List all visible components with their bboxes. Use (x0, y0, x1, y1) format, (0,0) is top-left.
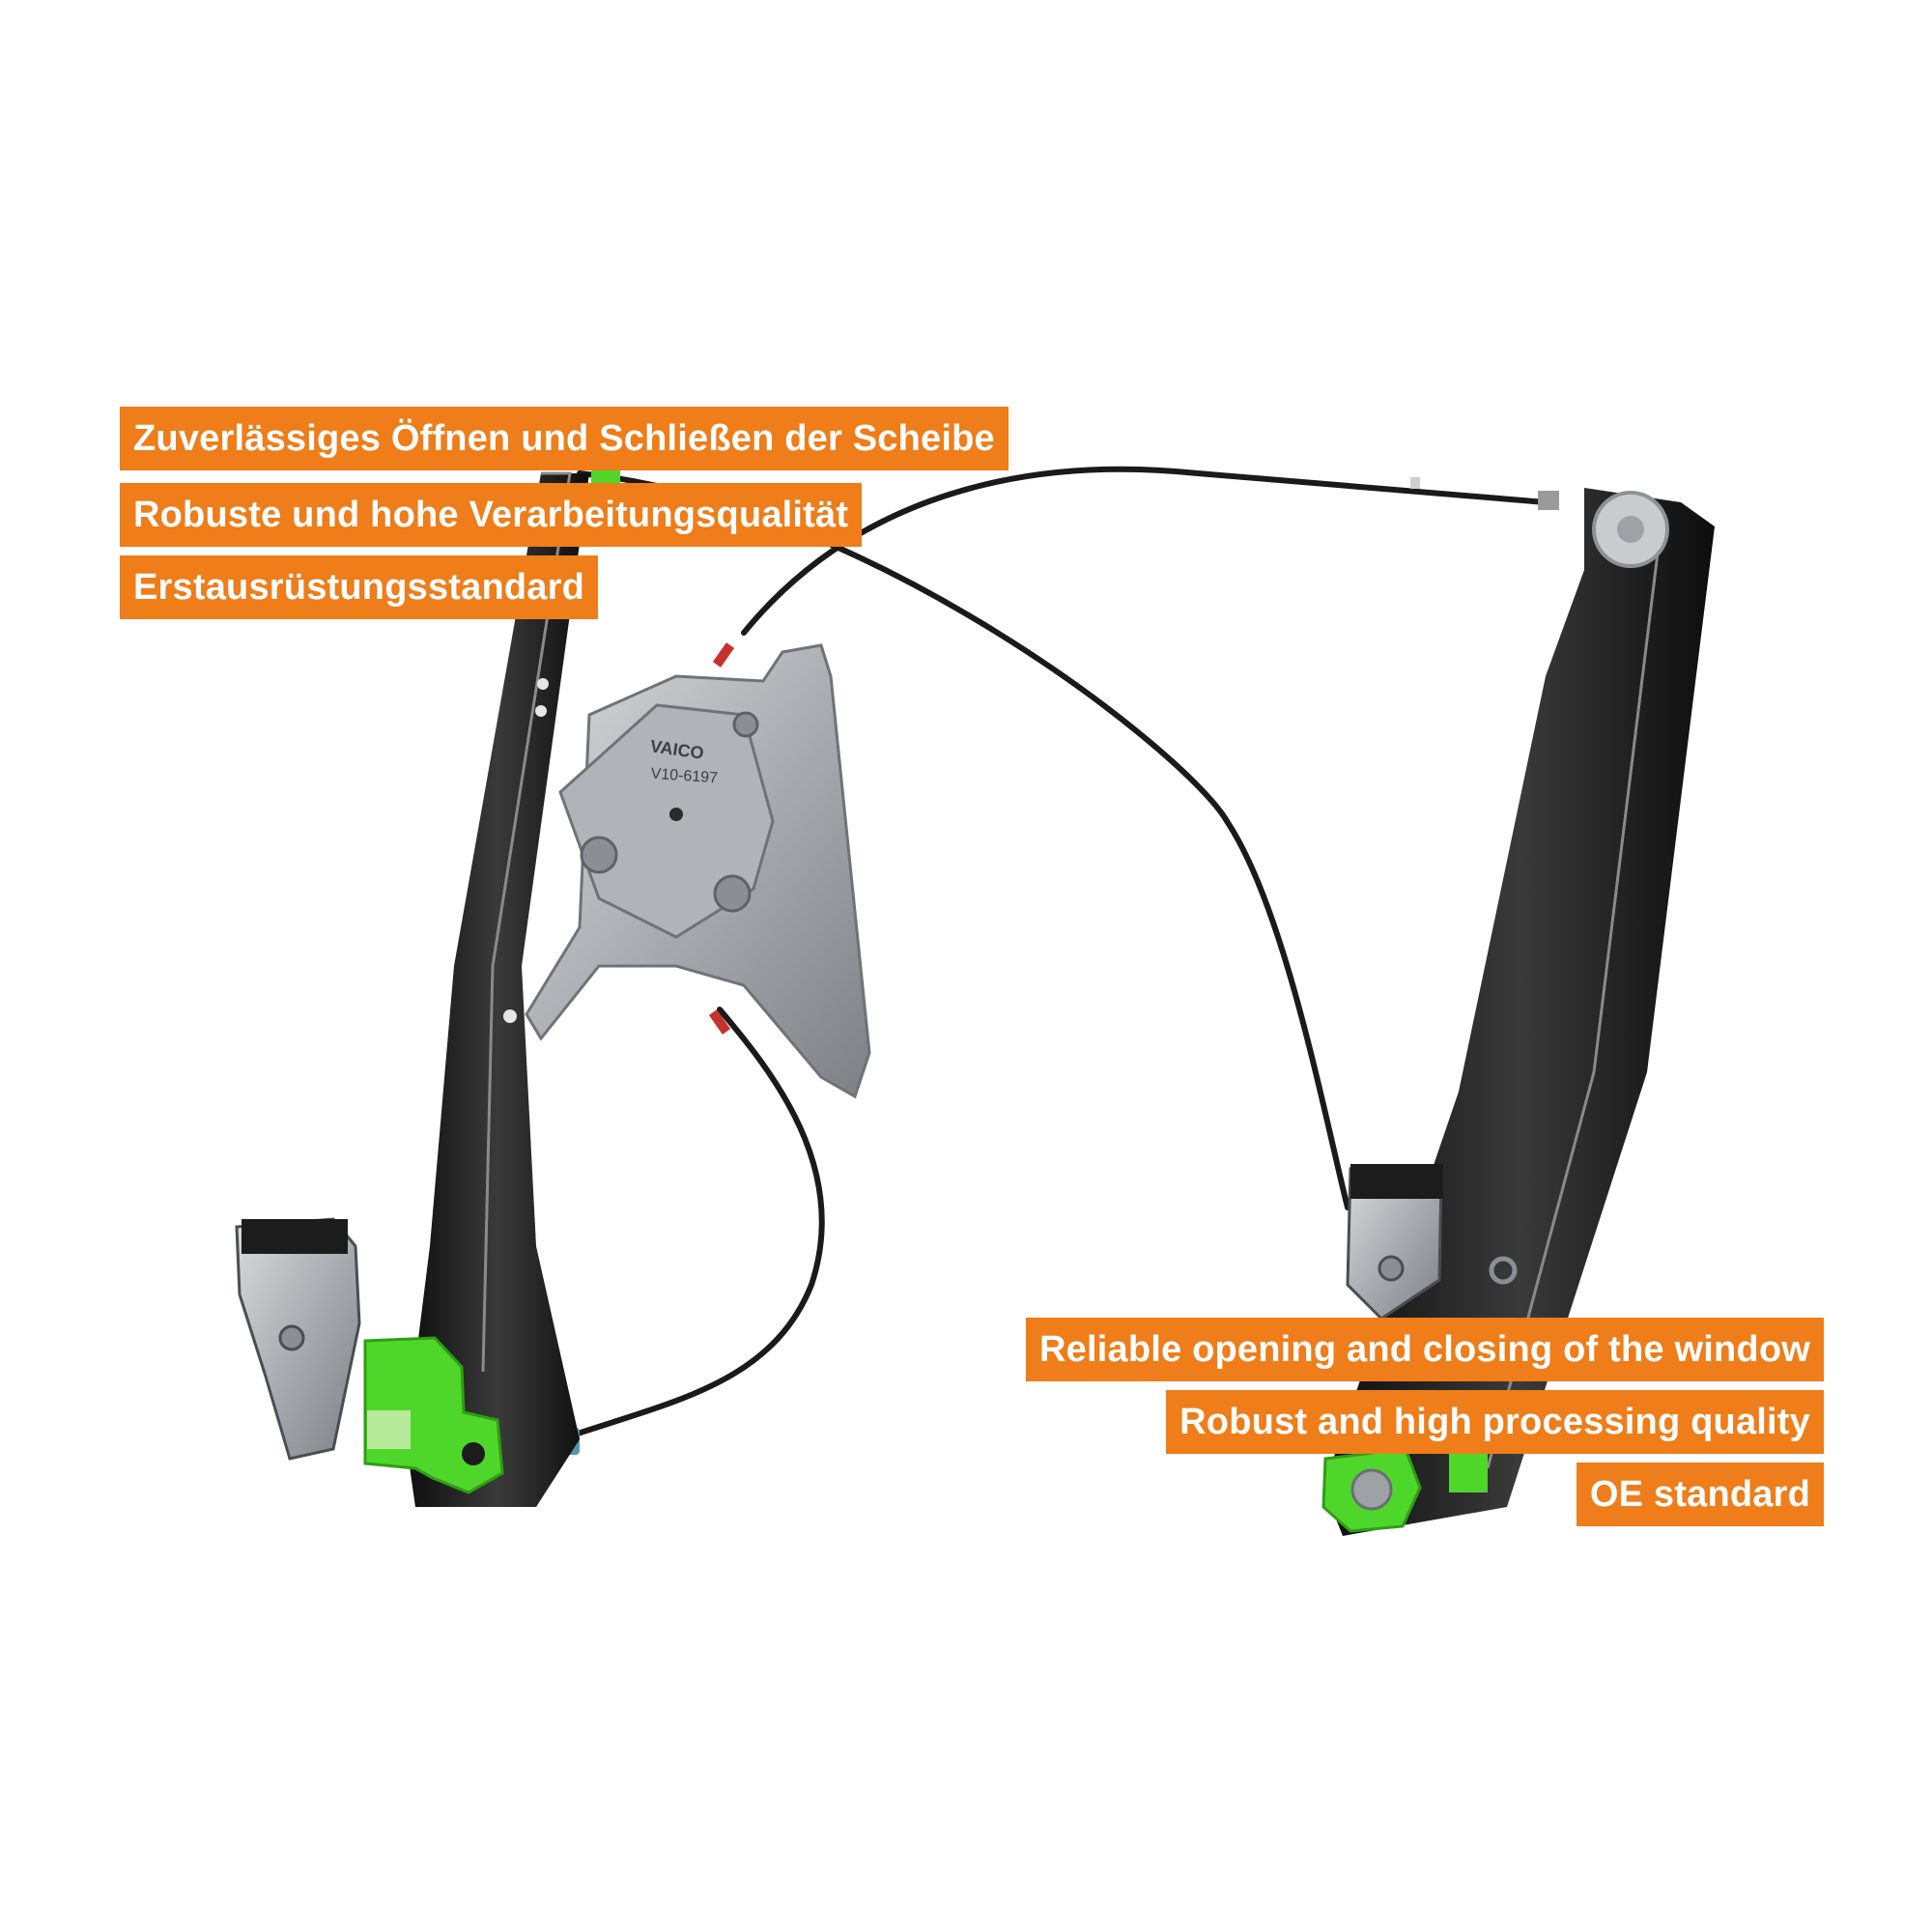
label-de-1: Zuverlässiges Öffnen und Schließen der S… (120, 407, 1009, 470)
label-de-2: Robuste und hohe Verarbeitungsqualität (120, 483, 863, 547)
left-clamp (235, 1217, 361, 1461)
right-clamp (1346, 1164, 1518, 1321)
right-green-slider (1321, 1447, 1488, 1533)
part-number-stamp: V10-6197 (650, 766, 719, 787)
left-rail (406, 469, 620, 1507)
label-de-3: Erstausrüstungsstandard (120, 555, 599, 619)
label-en-2: Robust and high processing quality (1166, 1390, 1824, 1454)
label-en-1: Reliable opening and closing of the wind… (1026, 1318, 1824, 1381)
label-en-3: OE standard (1576, 1463, 1824, 1526)
motor-housing: VAICO V10-6197 (525, 642, 871, 1099)
left-green-slider (363, 1336, 504, 1494)
